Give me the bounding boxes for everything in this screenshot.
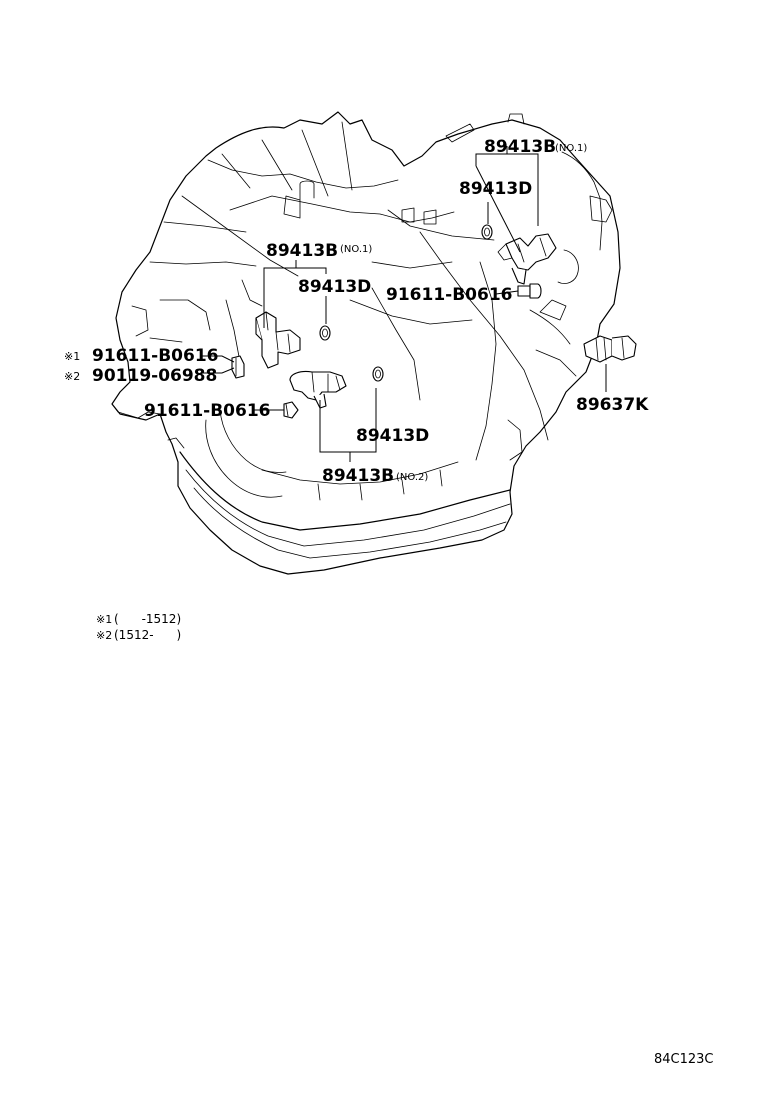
- svg-text:(NO.2): (NO.2): [396, 472, 428, 483]
- leader-lines: [200, 146, 607, 462]
- svg-text:(NO.1): (NO.1): [555, 143, 587, 154]
- svg-text:※2: ※2: [64, 370, 80, 383]
- legend-item-2: ※2 (1512- ): [96, 628, 181, 642]
- callout-bolt-left-2[interactable]: ※2 90119-06988: [64, 366, 217, 386]
- bolt-lower-illustration: [283, 401, 299, 419]
- callout-sensor-no1-right[interactable]: 89413B (NO.1): [484, 137, 587, 157]
- legend: ※1 ( -1512) ※2 (1512- ): [96, 612, 181, 642]
- svg-text:※1: ※1: [96, 613, 112, 626]
- transmission-housing-illustration: [111, 111, 621, 575]
- svg-text:90119-06988: 90119-06988: [92, 366, 217, 386]
- callout-sensor-no2[interactable]: 89413B (NO.2): [322, 466, 428, 486]
- svg-text:(NO.1): (NO.1): [340, 244, 372, 255]
- oring-left-illustration: [319, 325, 331, 341]
- reference-code: 84C123C: [654, 1052, 714, 1067]
- callout-oring-left[interactable]: 89413D: [298, 277, 371, 297]
- bolt-right-illustration: [517, 283, 542, 299]
- oring-lower-illustration: [372, 366, 384, 382]
- legend-item-1: ※1 ( -1512): [96, 612, 181, 626]
- svg-text:89413B: 89413B: [322, 466, 394, 486]
- callout-bolt-lower[interactable]: 91611-B0616: [144, 401, 270, 421]
- sensor-no1-left-illustration: [255, 311, 301, 369]
- sensor-no2-illustration: [289, 370, 347, 409]
- pressure-sensor-illustration: [583, 335, 637, 363]
- callout-pressure-sensor[interactable]: 89637K: [576, 395, 649, 415]
- callout-bolt-right[interactable]: 91611-B0616: [386, 285, 512, 305]
- svg-text:89413B: 89413B: [266, 241, 338, 261]
- svg-text:※1: ※1: [64, 350, 80, 363]
- callout-sensor-no1-left[interactable]: 89413B (NO.1): [266, 241, 372, 261]
- bolt-left-illustration: [231, 355, 245, 379]
- callout-oring-right[interactable]: 89413D: [459, 179, 532, 199]
- svg-text:( -1512): ( -1512): [114, 612, 181, 626]
- svg-text:89413B: 89413B: [484, 137, 556, 157]
- svg-text:91611-B0616: 91611-B0616: [92, 346, 218, 366]
- svg-text:※2: ※2: [96, 629, 112, 642]
- svg-text:(1512- ): (1512- ): [114, 628, 181, 642]
- oring-right-illustration: [481, 224, 493, 240]
- callout-bolt-left-1[interactable]: ※1 91611-B0616: [64, 346, 218, 366]
- sensor-no1-right-illustration: [497, 233, 557, 285]
- callout-oring-lower[interactable]: 89413D: [356, 426, 429, 446]
